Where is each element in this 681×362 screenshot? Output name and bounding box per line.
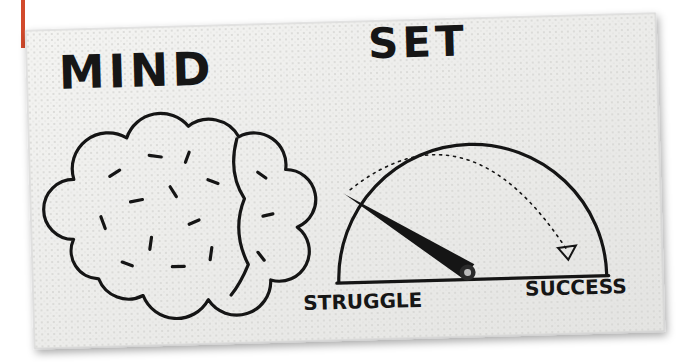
gauge-label: STRUGGLE: [303, 290, 422, 313]
margin-line: [21, 0, 25, 48]
gauge-label: SUCCESS: [525, 276, 627, 299]
word-heading: MIND: [58, 45, 215, 95]
napkin-sheet: [26, 13, 665, 348]
brain-sketch: [41, 109, 319, 322]
napkin-texture: [26, 13, 665, 348]
gauge-sketch: [333, 141, 609, 283]
gauge-needle: [344, 190, 475, 284]
word-heading: SET: [368, 20, 469, 65]
